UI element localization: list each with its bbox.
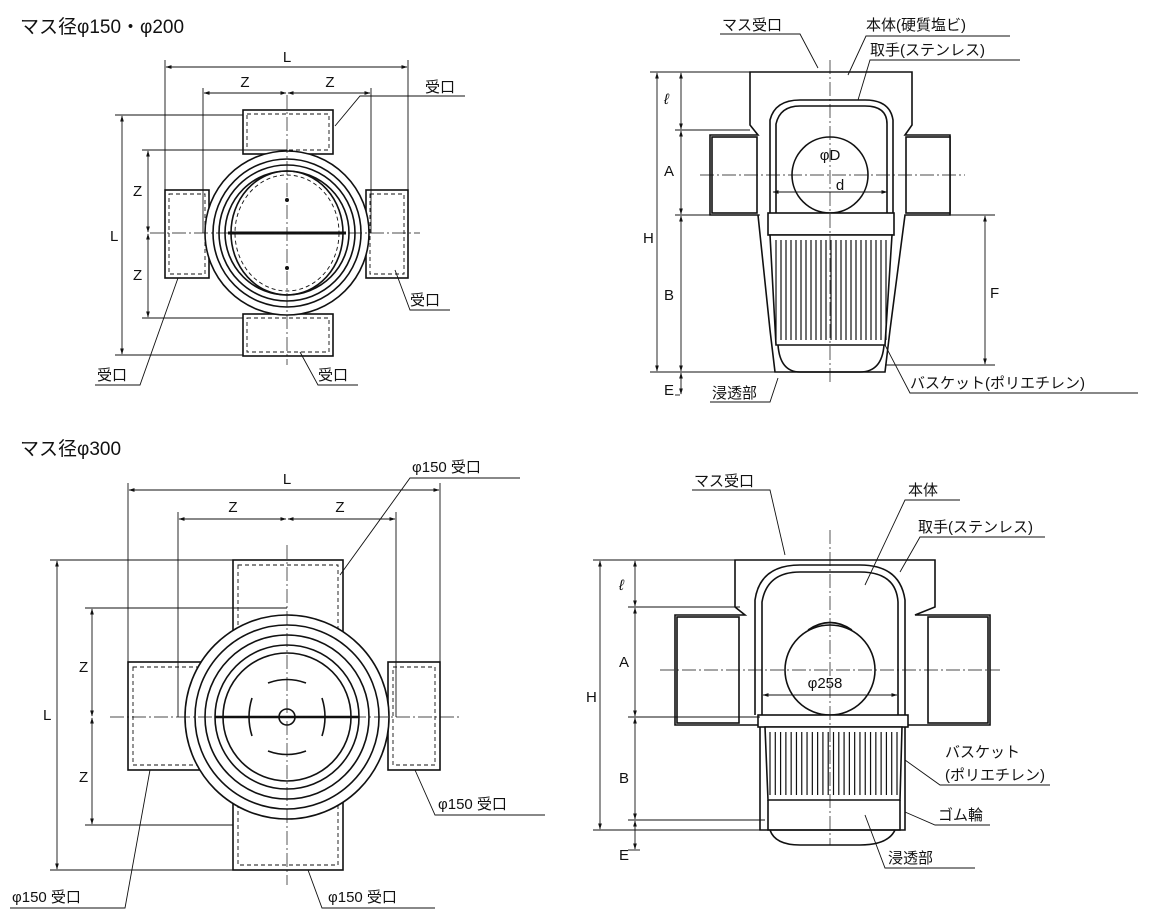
label-mass-inlet: マス受口 <box>722 17 782 34</box>
dim-B: B <box>619 770 629 787</box>
dim-A: A <box>664 163 674 180</box>
label-inlet-bottom: φ150 受口 <box>328 889 397 906</box>
dim-Z-lower: Z <box>79 769 88 786</box>
label-inlet-top: 受口 <box>425 79 455 96</box>
label-handle: 取手(ステンレス) <box>918 519 1033 536</box>
dim-d: d <box>836 177 844 194</box>
section-view-large: φ258 H ℓ A B E マス受口 本体 取手(ステンレス) バスケット (… <box>586 473 1050 869</box>
section-view-small: φD d H ℓ A B E F マス受口 本体(硬質塩ビ) 取手(ステンレス)… <box>643 16 1138 403</box>
label-infiltration: 浸透部 <box>712 385 757 402</box>
dim-l: ℓ <box>663 91 670 108</box>
label-basket: バスケット(ポリエチレン) <box>910 375 1085 392</box>
label-infiltration: 浸透部 <box>888 850 933 867</box>
dim-Z-upper: Z <box>79 659 88 676</box>
dim-Z-lower: Z <box>133 267 142 284</box>
section-title-large: マス径φ300 <box>20 438 121 460</box>
section-title-small: マス径φ150・φ200 <box>20 16 184 38</box>
plan-view-small: マス径φ150・φ200 L Z Z L Z <box>20 16 465 386</box>
label-inlet-right: 受口 <box>410 292 440 309</box>
basket <box>764 726 903 846</box>
basket <box>769 234 893 373</box>
label-mass-inlet: マス受口 <box>694 473 754 490</box>
dim-L-side: L <box>43 707 51 724</box>
label-handle: 取手(ステンレス) <box>870 42 985 59</box>
dim-phiD: φD <box>820 147 841 164</box>
label-inlet-left: 受口 <box>97 367 127 384</box>
dim-E: E <box>664 382 674 399</box>
label-body: 本体 <box>908 482 938 499</box>
inlet-bottom <box>242 313 334 357</box>
inlet-left <box>164 189 210 279</box>
inlet-right <box>387 661 441 771</box>
dim-l: ℓ <box>618 577 625 594</box>
label-inlet-bottom: 受口 <box>318 367 348 384</box>
label-inlet-left: φ150 受口 <box>12 889 81 906</box>
label-inlet-top: φ150 受口 <box>412 459 481 476</box>
dim-H: H <box>586 689 597 706</box>
inlet-right <box>365 189 409 279</box>
dim-phi258: φ258 <box>808 675 843 692</box>
dim-Z-right: Z <box>325 74 334 91</box>
dim-L-side: L <box>110 228 118 245</box>
dim-E: E <box>619 847 629 864</box>
label-basket-2: (ポリエチレン) <box>945 767 1045 784</box>
dim-Z-upper: Z <box>133 183 142 200</box>
dim-A: A <box>619 654 629 671</box>
plan-view-large: マス径φ300 L Z Z L Z Z <box>10 438 545 909</box>
label-basket-1: バスケット <box>945 744 1020 761</box>
inlet-top <box>242 109 334 155</box>
dim-L-top: L <box>283 471 291 488</box>
label-inlet-right: φ150 受口 <box>438 796 507 813</box>
dim-H: H <box>643 230 654 247</box>
dim-F: F <box>990 285 999 302</box>
dim-Z-left: Z <box>228 499 237 516</box>
dim-Z-right: Z <box>335 499 344 516</box>
dim-Z-left: Z <box>240 74 249 91</box>
label-rubber-ring: ゴム輪 <box>938 806 983 824</box>
label-body: 本体(硬質塩ビ) <box>866 16 966 34</box>
dim-L-top: L <box>283 49 291 66</box>
dim-B: B <box>664 287 674 304</box>
